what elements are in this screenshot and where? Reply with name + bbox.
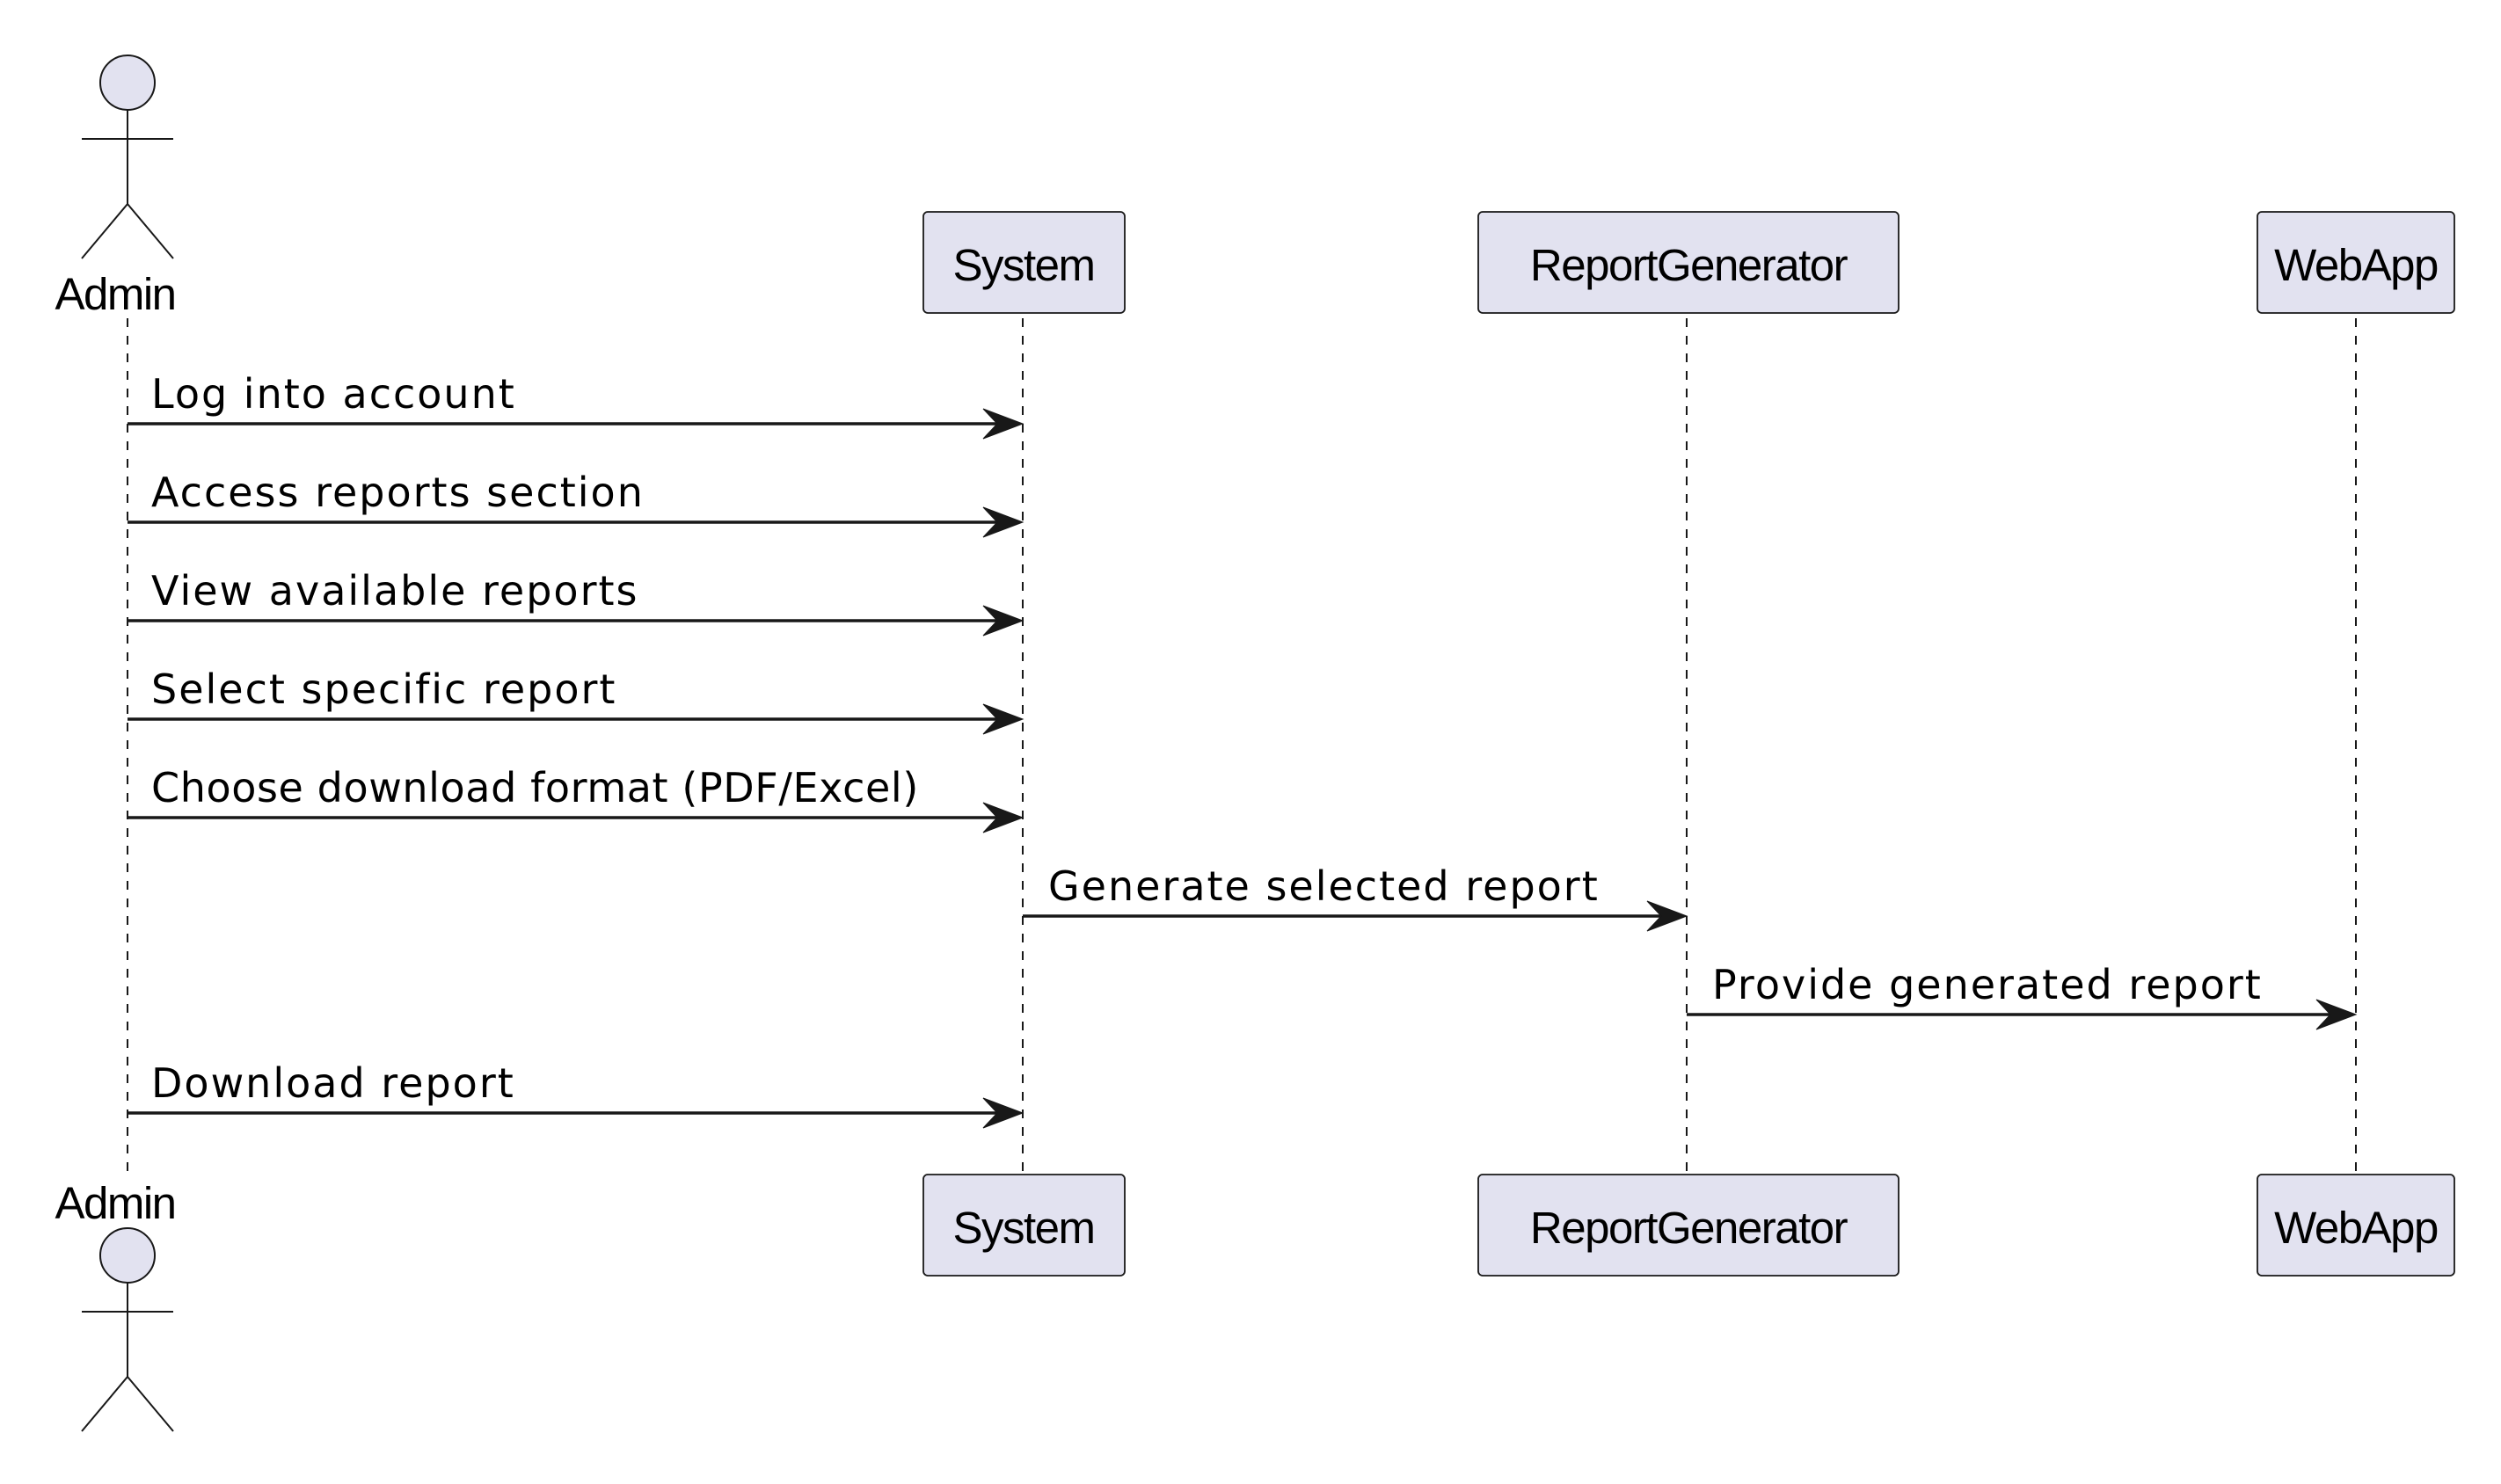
actor-head	[99, 55, 156, 111]
message: Select specific report	[128, 666, 1024, 735]
participant-box	[922, 211, 1126, 314]
message: Provide generated report	[1687, 961, 2358, 1030]
message-label: Provide generated report	[1712, 961, 2263, 1008]
participant-box	[922, 1174, 1126, 1277]
actor-head	[99, 1227, 156, 1284]
participant-label: System	[952, 1203, 1094, 1253]
participant-system-top: System	[922, 211, 1126, 314]
participant-webapp-bottom: WebApp	[2257, 1174, 2455, 1277]
message: Log into account	[128, 370, 1024, 440]
participant-box	[2257, 211, 2455, 314]
actor-right-leg	[127, 1376, 174, 1432]
participant-box	[1477, 1174, 1899, 1277]
message-label: Log into account	[151, 370, 516, 418]
arrowhead	[982, 408, 1024, 440]
actor-left-leg	[81, 1376, 128, 1432]
participant-label: System	[952, 240, 1094, 290]
participant-box	[2257, 1174, 2455, 1277]
arrowhead	[1646, 900, 1688, 932]
message-label: Choose download format (PDF/Excel)	[151, 764, 919, 811]
actor-admin-top: Admin	[55, 55, 177, 319]
message-label: View available reports	[151, 567, 639, 615]
message: Download report	[128, 1059, 1024, 1129]
message: Choose download format (PDF/Excel)	[128, 764, 1024, 833]
message-label: Generate selected report	[1048, 862, 1600, 910]
participant-report-generator-top: ReportGenerator	[1477, 211, 1899, 314]
actor-right-leg	[127, 203, 174, 259]
arrowhead	[982, 703, 1024, 735]
participant-label: WebApp	[2274, 1203, 2438, 1253]
arrowhead	[982, 1097, 1024, 1129]
message: Access reports section	[128, 469, 1024, 538]
message: Generate selected report	[1023, 862, 1688, 932]
participant-box	[1477, 211, 1899, 314]
actor-admin-bottom: Admin	[55, 1178, 177, 1432]
message-label: Select specific report	[151, 666, 616, 713]
message-label: Access reports section	[151, 469, 645, 516]
participant-label: ReportGenerator	[1530, 1203, 1848, 1253]
actor-left-leg	[81, 203, 128, 259]
participant-label: ReportGenerator	[1530, 240, 1848, 290]
participant-webapp-top: WebApp	[2257, 211, 2455, 314]
arrowhead	[982, 802, 1024, 833]
message: View available reports	[128, 567, 1024, 637]
arrowhead	[2315, 999, 2358, 1030]
arrowhead	[982, 605, 1024, 637]
arrowhead	[982, 506, 1024, 538]
participant-label: WebApp	[2274, 240, 2438, 290]
participant-label: Admin	[55, 1178, 175, 1228]
participant-system-bottom: System	[922, 1174, 1126, 1277]
participant-report-generator-bottom: ReportGenerator	[1477, 1174, 1899, 1277]
message-label: Download report	[151, 1059, 515, 1107]
participant-label: Admin	[55, 269, 175, 319]
